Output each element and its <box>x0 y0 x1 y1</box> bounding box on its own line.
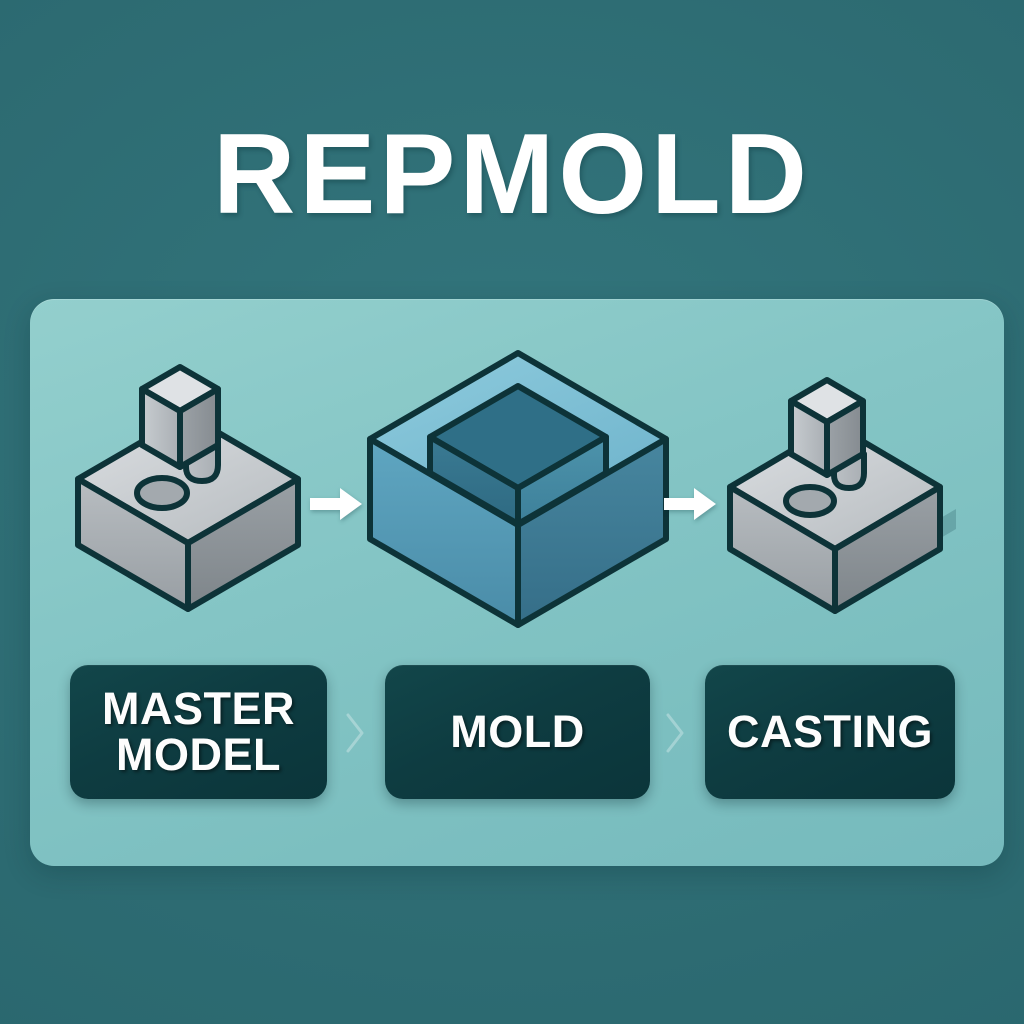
step-label-mold: MOLD <box>450 705 585 757</box>
mold-object <box>358 319 678 649</box>
step-chip-mold[interactable]: MOLD <box>385 665 650 799</box>
process-stage <box>30 299 1004 679</box>
step-labels-row: MASTER MODEL MOLD CASTING <box>30 665 1004 800</box>
chevron-right-icon-2 <box>662 711 688 755</box>
step-label-master-model: MASTER MODEL <box>102 682 295 780</box>
chevron-right-icon-1 <box>342 711 368 755</box>
casting-object <box>720 361 970 626</box>
diagram-panel: MASTER MODEL MOLD CASTING <box>30 299 1004 866</box>
master-model-object <box>68 347 328 627</box>
arrow-right-icon-1 <box>308 484 364 524</box>
step-chip-master-model[interactable]: MASTER MODEL <box>70 665 327 799</box>
arrow-right-icon-2 <box>662 484 718 524</box>
page-title: REPMOLD <box>213 111 811 238</box>
step-label-casting: CASTING <box>727 705 933 757</box>
step-chip-casting[interactable]: CASTING <box>705 665 955 799</box>
